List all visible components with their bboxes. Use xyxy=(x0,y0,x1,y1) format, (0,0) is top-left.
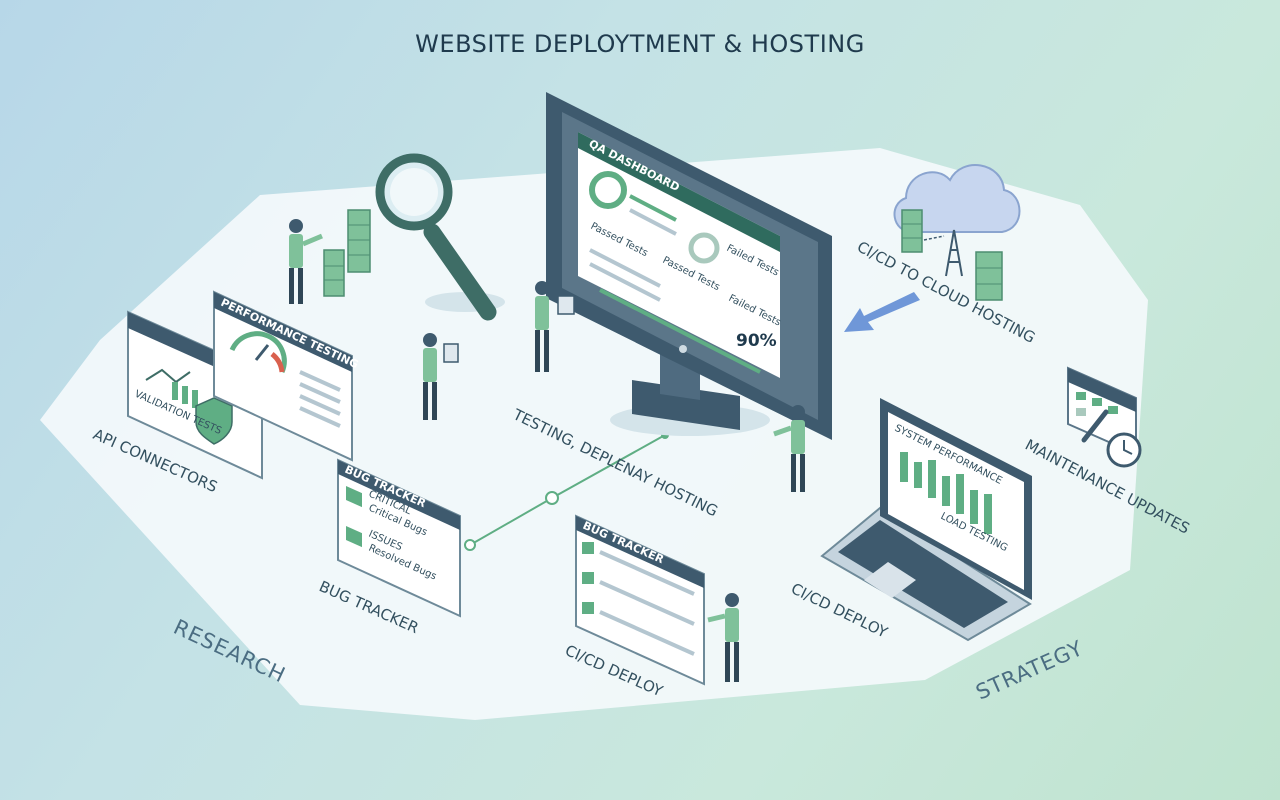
laptop-performance: SYSTEM PERFORMANCE LOAD TESTING xyxy=(820,398,1032,642)
qa-dashboard-monitor: QA DASHBOARD Passed Tests Failed Tests P… xyxy=(546,92,832,440)
person-figure-4 xyxy=(773,405,805,492)
cloud-hosting-icon xyxy=(893,164,1021,301)
person-figure-5 xyxy=(707,593,739,682)
diagram-title: WEBSITE DEPLOYTMENT & HOSTING xyxy=(415,30,865,58)
magnifier-icon xyxy=(375,153,505,321)
bug-tracker-panel: BUG TRACKER CRITICAL Critical Bugs ISSUE… xyxy=(337,458,461,618)
person-figure-2 xyxy=(423,333,459,420)
arrow-left-icon xyxy=(844,292,920,332)
bug-tracker-panel-2: BUG TRACKER xyxy=(575,514,705,686)
server-stack-icon xyxy=(323,209,371,297)
calendar-wrench-icon xyxy=(1067,366,1142,468)
monitor-percent: 90% xyxy=(736,331,777,351)
person-figure-1 xyxy=(289,219,323,304)
label-strategy: STRATEGY xyxy=(972,636,1087,705)
person-figure-3 xyxy=(535,281,575,372)
connector-line xyxy=(464,431,669,551)
